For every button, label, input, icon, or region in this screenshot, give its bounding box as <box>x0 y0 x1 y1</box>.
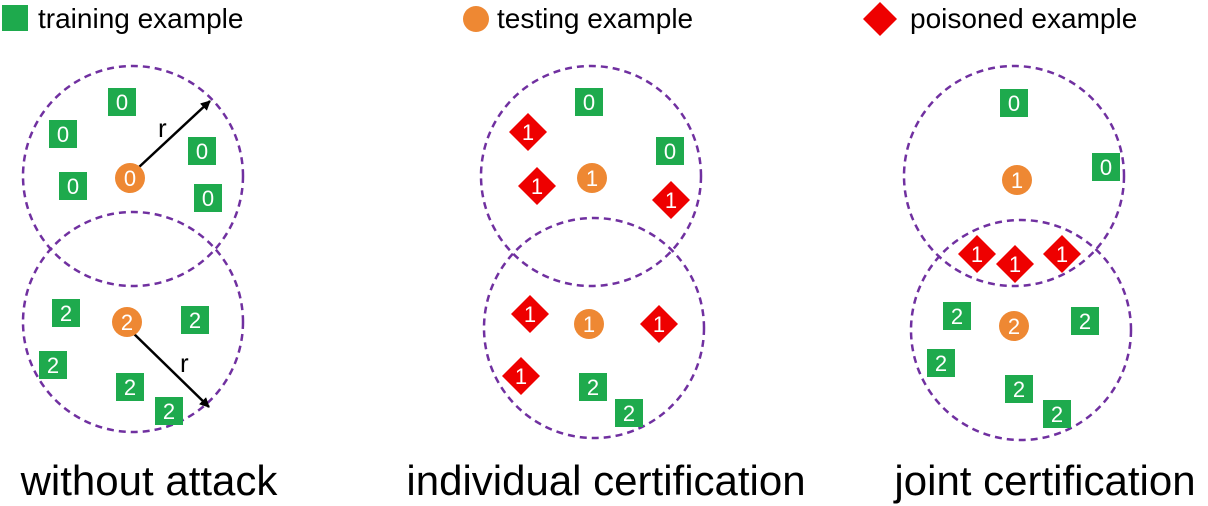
svg-text:1: 1 <box>1056 242 1068 267</box>
neighborhood-circle <box>21 210 245 434</box>
poisoned-example: 1 <box>502 357 540 395</box>
training-example: 2 <box>927 349 955 377</box>
training-example: 0 <box>575 88 603 116</box>
radius-arrow <box>137 100 211 169</box>
svg-text:2: 2 <box>60 301 72 326</box>
svg-text:2: 2 <box>163 399 175 424</box>
panel-without-attack: r r 0 0 0 0 0 0 2 <box>20 64 279 504</box>
svg-text:0: 0 <box>1008 91 1020 116</box>
svg-text:0: 0 <box>67 174 79 199</box>
panel-caption: joint certification <box>892 457 1195 504</box>
poisoned-example: 1 <box>996 245 1034 283</box>
svg-text:0: 0 <box>202 186 214 211</box>
radius-arrow <box>129 329 210 408</box>
radius-label: r <box>158 113 167 143</box>
svg-text:2: 2 <box>124 375 136 400</box>
svg-text:2: 2 <box>1079 309 1091 334</box>
training-example: 0 <box>1092 153 1120 181</box>
poisoned-example: 1 <box>652 181 690 219</box>
neighborhood-circle <box>482 216 706 440</box>
svg-text:1: 1 <box>522 120 534 145</box>
svg-text:0: 0 <box>1100 155 1112 180</box>
svg-text:1: 1 <box>524 302 536 327</box>
svg-text:1: 1 <box>1009 252 1021 277</box>
svg-text:0: 0 <box>57 122 69 147</box>
panel-joint-certification: 0 0 2 2 2 2 2 1 <box>892 64 1196 504</box>
svg-text:0: 0 <box>196 139 208 164</box>
svg-text:2: 2 <box>587 375 599 400</box>
poisoned-example: 1 <box>1043 235 1081 273</box>
neighborhood-circle <box>21 64 245 288</box>
svg-text:0: 0 <box>116 90 128 115</box>
testing-example: 1 <box>1002 165 1032 195</box>
svg-text:1: 1 <box>971 242 983 267</box>
testing-example: 1 <box>574 309 604 339</box>
training-example: 0 <box>1000 89 1028 117</box>
training-example: 0 <box>188 137 216 165</box>
training-example: 2 <box>1043 400 1071 428</box>
svg-text:2: 2 <box>189 308 201 333</box>
panel-individual-certification: 0 0 2 2 1 1 1 1 <box>406 64 806 504</box>
svg-text:0: 0 <box>664 139 676 164</box>
svg-text:2: 2 <box>1051 402 1063 427</box>
svg-text:1: 1 <box>653 312 665 337</box>
testing-example: 1 <box>577 163 607 193</box>
poisoned-example: 1 <box>518 167 556 205</box>
training-example: 2 <box>181 306 209 334</box>
svg-text:2: 2 <box>951 304 963 329</box>
svg-text:2: 2 <box>121 310 133 335</box>
training-example: 2 <box>39 351 67 379</box>
neighborhood-circle <box>902 64 1126 288</box>
training-example: 2 <box>52 299 80 327</box>
poisoned-example: 1 <box>509 113 547 151</box>
training-example: 0 <box>108 88 136 116</box>
svg-text:1: 1 <box>531 174 543 199</box>
poisoned-example: 1 <box>640 305 678 343</box>
svg-text:2: 2 <box>1008 314 1020 339</box>
svg-text:2: 2 <box>623 401 635 426</box>
legend-poisoned-label: poisoned example <box>910 3 1137 34</box>
training-example: 0 <box>656 137 684 165</box>
neighborhood-circle <box>479 64 703 288</box>
training-example: 2 <box>579 373 607 401</box>
testing-example: 0 <box>115 163 145 193</box>
svg-text:2: 2 <box>1013 377 1025 402</box>
legend-testing-label: testing example <box>497 3 693 34</box>
svg-text:1: 1 <box>586 166 598 191</box>
training-example: 2 <box>615 399 643 427</box>
svg-text:1: 1 <box>515 364 527 389</box>
training-example: 0 <box>194 184 222 212</box>
svg-text:0: 0 <box>124 166 136 191</box>
poisoned-example: 1 <box>511 295 549 333</box>
poisoned-example: 1 <box>958 235 996 273</box>
svg-text:2: 2 <box>47 353 59 378</box>
panel-caption: individual certification <box>406 457 805 504</box>
training-example: 2 <box>1005 375 1033 403</box>
training-example: 2 <box>943 302 971 330</box>
svg-text:0: 0 <box>583 90 595 115</box>
panel-caption: without attack <box>20 457 279 504</box>
svg-text:2: 2 <box>935 351 947 376</box>
training-example: 2 <box>1071 307 1099 335</box>
legend-training-label: training example <box>38 3 243 34</box>
legend-training-marker <box>2 5 28 31</box>
training-example: 2 <box>155 397 183 425</box>
svg-text:1: 1 <box>1011 168 1023 193</box>
training-example: 0 <box>49 120 77 148</box>
legend-poisoned-marker <box>863 2 897 36</box>
testing-example: 2 <box>112 307 142 337</box>
training-example: 0 <box>59 172 87 200</box>
testing-example: 2 <box>999 311 1029 341</box>
training-example: 2 <box>116 373 144 401</box>
legend-testing-marker <box>463 6 489 32</box>
svg-text:1: 1 <box>583 312 595 337</box>
neighborhood-circle <box>909 218 1133 442</box>
radius-label: r <box>180 348 189 378</box>
legend: training example testing example poisone… <box>2 2 1137 36</box>
svg-text:1: 1 <box>665 188 677 213</box>
